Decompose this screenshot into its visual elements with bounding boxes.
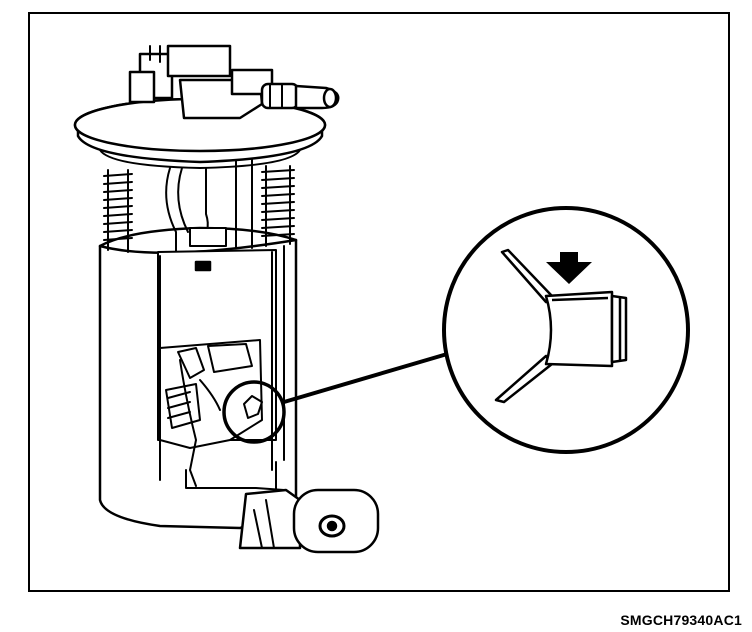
detail-leader-line (283, 350, 455, 404)
electrical-connector (128, 44, 232, 104)
spring-left (103, 169, 133, 253)
retaining-clip (494, 248, 628, 404)
spring-right (261, 165, 295, 247)
fuel-outlet-fitting (178, 68, 340, 120)
figure-border (28, 12, 730, 592)
fuel-pump-module (73, 44, 380, 554)
fuel-level-sender (159, 339, 263, 487)
push-direction-arrow-icon (546, 252, 592, 284)
clip-location-marker (222, 380, 286, 444)
figure-code: SMGCH79340AC1 (620, 612, 742, 628)
fuel-level-float (238, 488, 380, 554)
detail-view (442, 206, 690, 454)
